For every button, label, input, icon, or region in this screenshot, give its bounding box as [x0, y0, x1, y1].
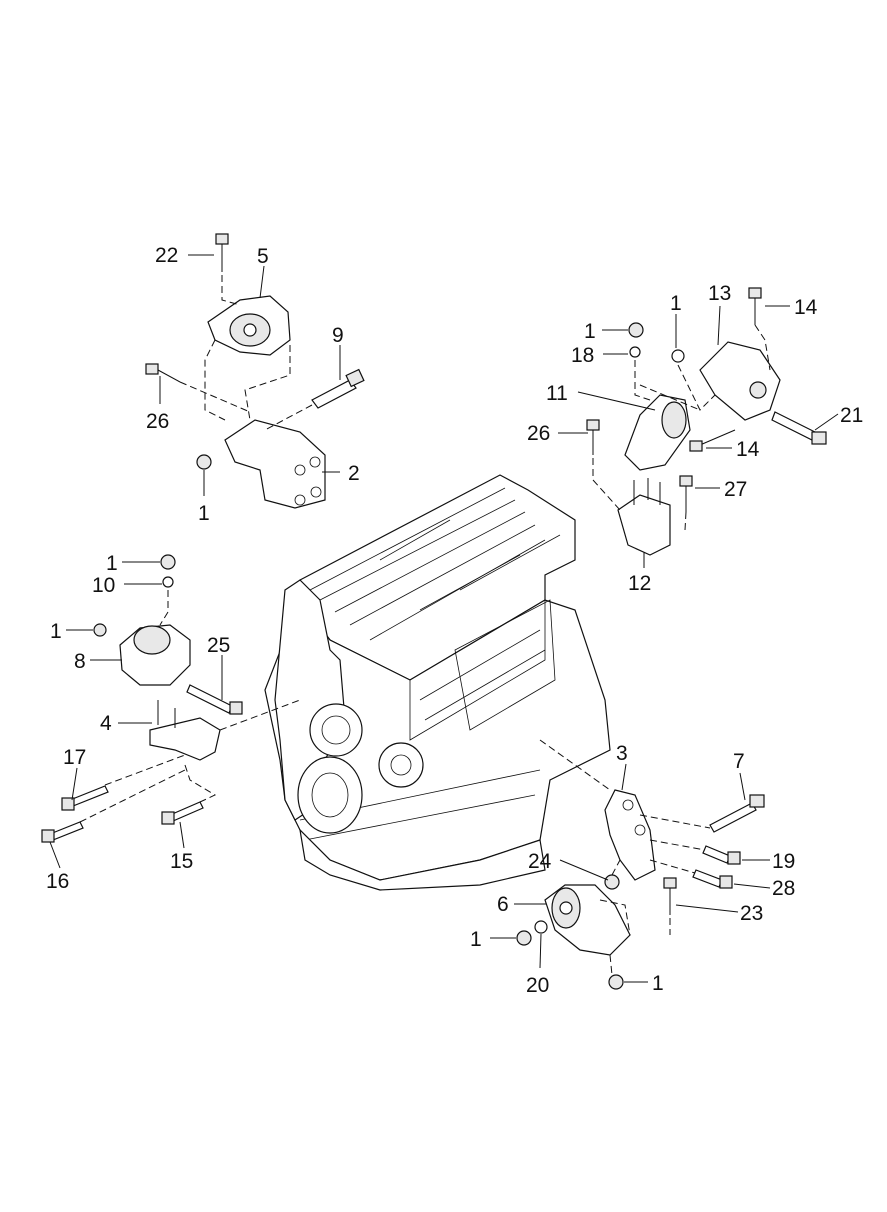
- callout-1: 1: [670, 292, 682, 315]
- callout-7: 7: [733, 750, 745, 773]
- callout-8: 8: [74, 650, 86, 673]
- callout-5: 5: [257, 245, 269, 268]
- callout-4: 4: [100, 712, 112, 735]
- callout-13: 13: [708, 282, 731, 305]
- engine-block: [264, 474, 611, 891]
- leader-lines: [49, 254, 839, 983]
- callout-25: 25: [207, 634, 230, 657]
- callout-1: 1: [652, 972, 664, 995]
- callout-2: 2: [348, 462, 360, 485]
- callout-17: 17: [63, 746, 86, 769]
- callout-14: 14: [794, 296, 818, 319]
- callout-19: 19: [772, 850, 795, 873]
- callout-11: 11: [546, 382, 568, 405]
- callout-labels: 22 5 9 26 2 1 1 13 14 1 18 11 21 26 14 2…: [46, 244, 863, 997]
- callout-14: 14: [736, 438, 760, 461]
- callout-1: 1: [106, 552, 118, 575]
- callout-27: 27: [724, 478, 747, 501]
- callout-24: 24: [528, 850, 552, 873]
- callout-21: 21: [840, 404, 863, 427]
- mount-group-lower-right: [516, 739, 765, 990]
- callout-9: 9: [332, 324, 344, 347]
- mount-group-top-left: [145, 233, 365, 509]
- callout-28: 28: [772, 877, 795, 900]
- mount-group-left: [41, 554, 301, 843]
- callout-16: 16: [46, 870, 69, 893]
- callout-15: 15: [170, 850, 193, 873]
- callout-22: 22: [155, 244, 178, 267]
- callout-18: 18: [571, 344, 594, 367]
- callout-20: 20: [526, 974, 549, 997]
- callout-26: 26: [527, 422, 550, 445]
- callout-1: 1: [198, 502, 210, 525]
- callout-1: 1: [50, 620, 62, 643]
- callout-23: 23: [740, 902, 763, 925]
- callout-3: 3: [616, 742, 628, 765]
- callout-26: 26: [146, 410, 169, 433]
- callout-1: 1: [470, 928, 482, 951]
- callout-12: 12: [628, 572, 651, 595]
- callout-6: 6: [497, 893, 509, 916]
- callout-10: 10: [92, 574, 115, 597]
- callout-1: 1: [584, 320, 596, 343]
- mount-group-top-right: [586, 287, 827, 556]
